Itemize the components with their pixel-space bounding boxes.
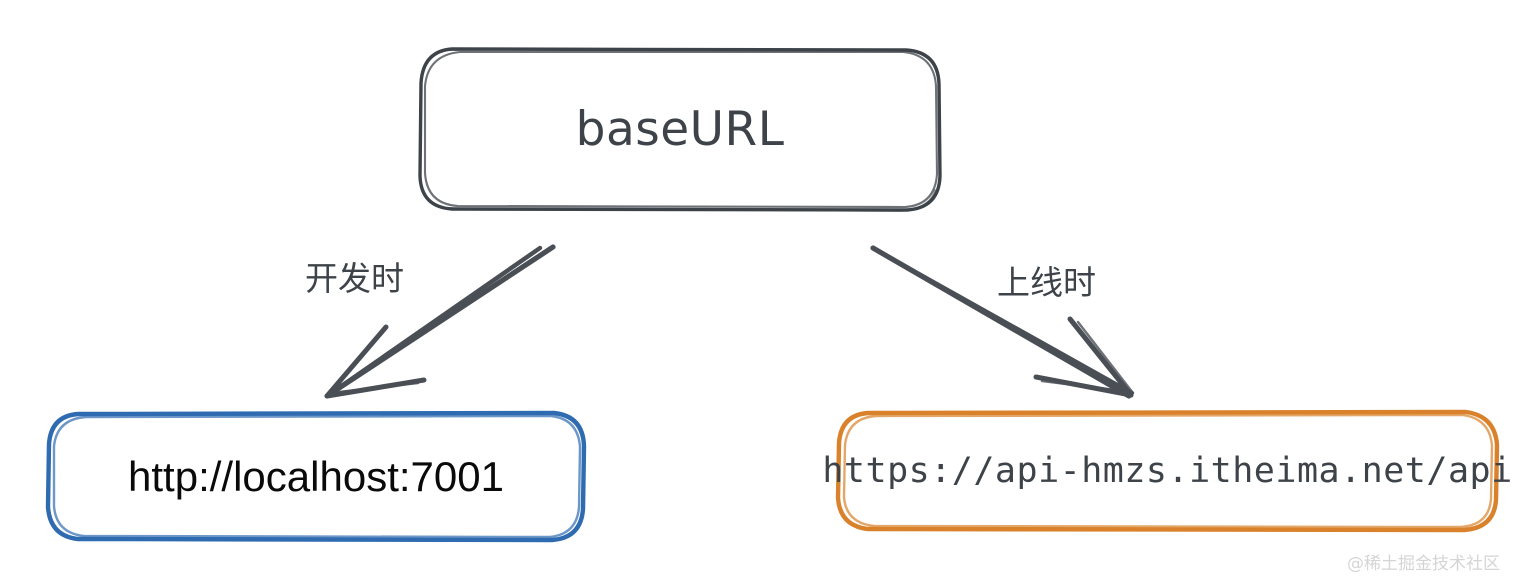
prod-arrow-head-upper — [1067, 316, 1134, 398]
prod-arrow-head-upper-sketch — [1076, 320, 1135, 395]
dev-url-text: http://localhost:7001 — [128, 452, 504, 500]
prod-url-text: https://api-hmzs.itheima.net/api — [822, 451, 1513, 491]
prod-arrow — [870, 245, 1135, 399]
dev-url-box[interactable] — [45, 410, 587, 543]
dev-arrow-shaft-2 — [324, 245, 543, 399]
prod-url-box-sketch-stroke — [842, 413, 1494, 529]
dev-arrow-head-lower-sketch — [328, 381, 420, 395]
dev-url-box-outline — [45, 410, 587, 543]
base-url-box-sketch-stroke — [423, 50, 939, 209]
dev-url-box-sketch-stroke — [52, 414, 582, 539]
dev-edge-label: 开发时 — [305, 259, 404, 298]
base-url-text: baseURL — [575, 101, 785, 157]
prod-edge-label: 上线时 — [997, 263, 1096, 302]
prod-arrow-shaft-2 — [878, 250, 1134, 395]
base-url-box-sketch-underline — [447, 189, 936, 212]
dev-arrow-head-upper-sketch — [327, 328, 384, 396]
prod-arrow-head-lower-sketch — [1040, 379, 1134, 394]
prod-url-box-outline — [835, 409, 1500, 533]
prod-url-box[interactable] — [835, 409, 1500, 533]
base-url-box[interactable] — [418, 47, 942, 212]
watermark: @稀土掘金技术社区 — [1347, 554, 1500, 574]
dev-arrow — [324, 244, 556, 399]
